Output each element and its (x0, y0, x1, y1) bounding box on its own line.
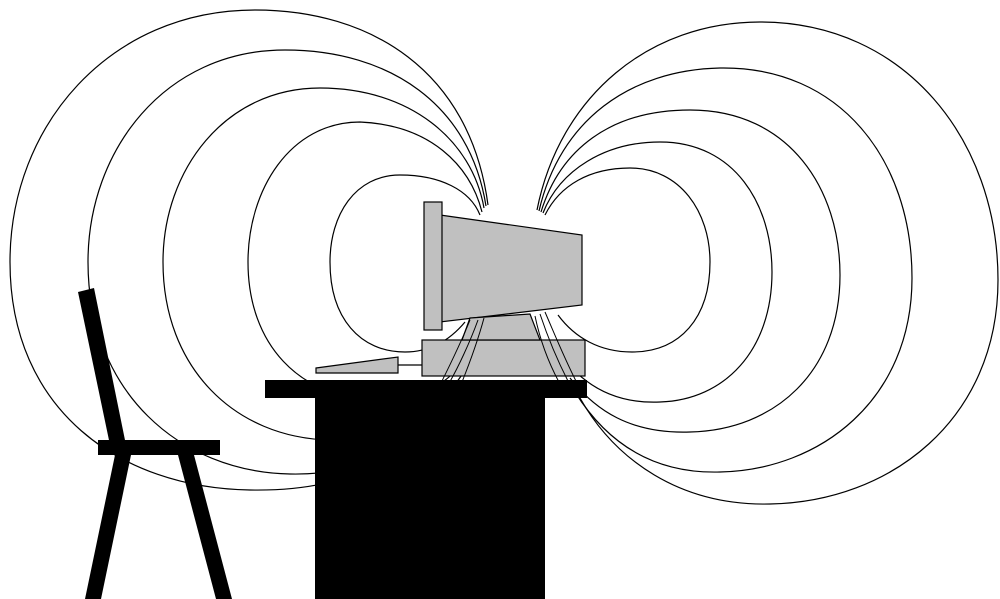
desk-top (265, 380, 587, 398)
desk-body (315, 396, 545, 599)
monitor-stand (462, 314, 540, 340)
computer-case (422, 340, 585, 376)
chair-seat (98, 440, 220, 455)
monitor-screen-bezel (424, 202, 442, 330)
